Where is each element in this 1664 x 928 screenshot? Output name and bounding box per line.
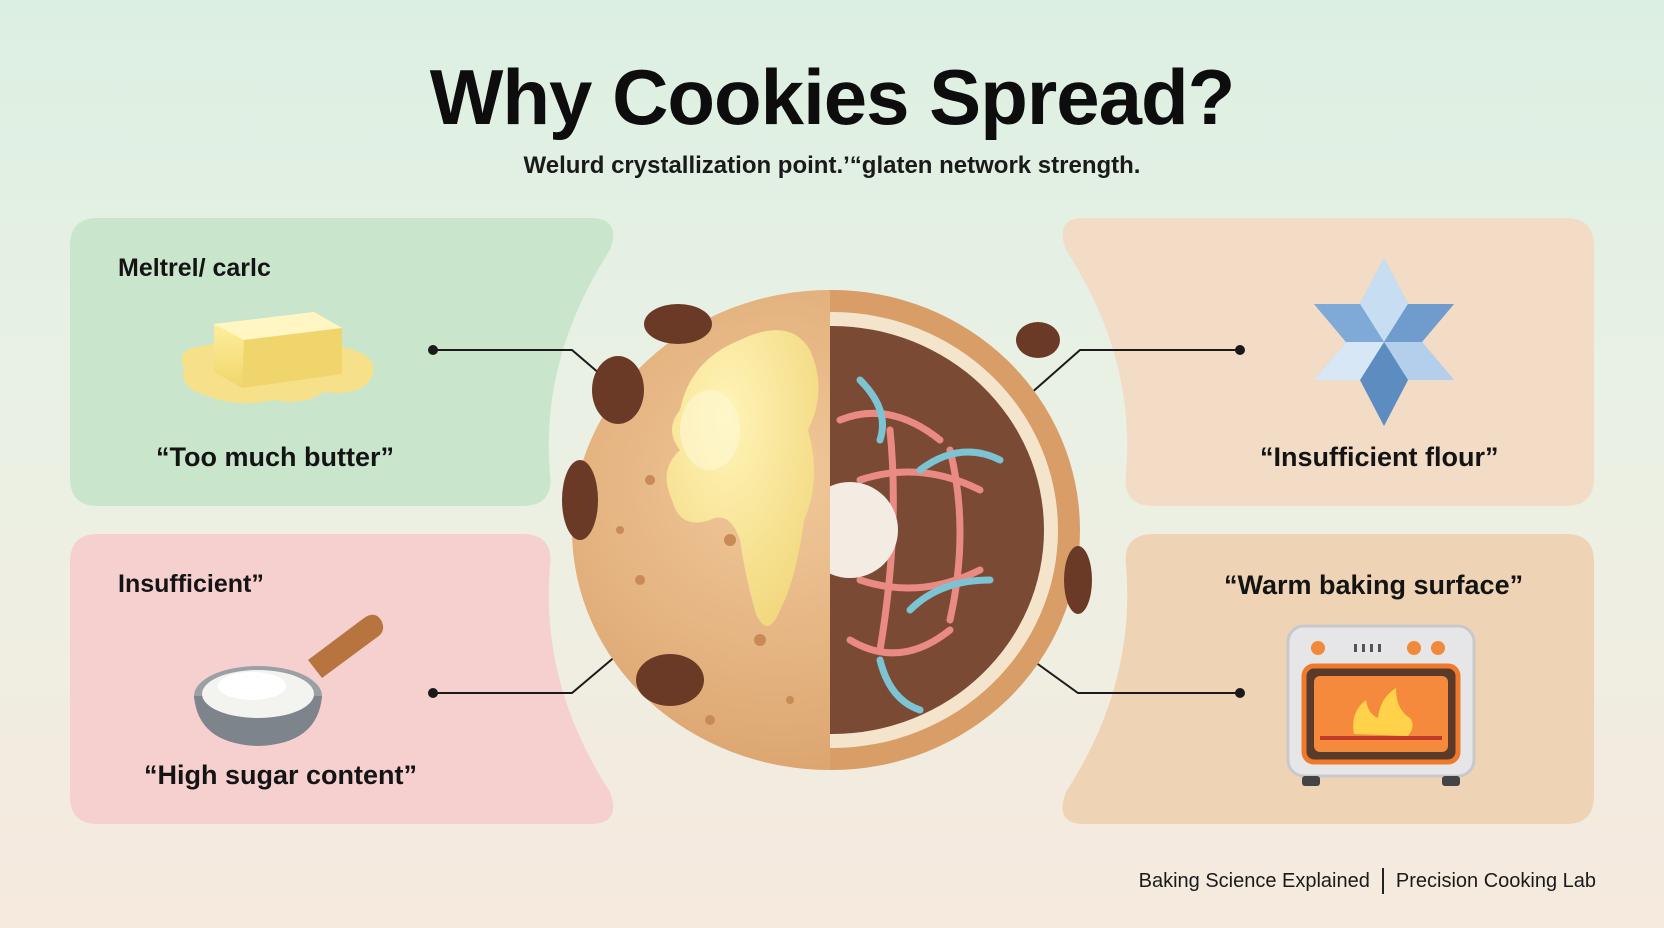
panel-label: Meltrel/ carlc <box>118 254 271 282</box>
panel-caption: “Too much butter” <box>156 442 394 472</box>
panel-insufficient-flour: “Insufficient flour” <box>1054 218 1594 506</box>
footer-credits: Baking Science Explained Precision Cooki… <box>1139 868 1596 894</box>
panel-too-much-butter: Meltrel/ carlc “Too much butter” <box>70 218 620 506</box>
panel-caption: “High sugar content” <box>144 760 418 790</box>
flour-scoop-icon <box>194 614 384 746</box>
panel-caption: “Insufficient flour” <box>1260 442 1499 472</box>
panel-warm-baking-surface: “Warm baking surface” <box>1054 534 1594 824</box>
panel-label: Insufficient” <box>118 570 264 598</box>
page-subtitle: Welurd crystallization point.’“glaten ne… <box>523 152 1141 179</box>
panel-background <box>1062 218 1594 506</box>
footer-left-text: Baking Science Explained <box>1138 869 1370 892</box>
ice-crystal-icon <box>1314 258 1454 426</box>
panel-background <box>70 534 614 824</box>
panel-label: “Warm baking surface” <box>1224 570 1524 600</box>
footer-right-text: Precision Cooking Lab <box>1395 869 1596 892</box>
footer-separator <box>1381 868 1384 894</box>
cookie-cross-section-icon <box>562 290 1092 770</box>
panel-high-sugar: Insufficient” “High sugar content” <box>70 534 620 824</box>
page-title: Why Cookies Spread? <box>429 53 1236 141</box>
butter-icon <box>181 312 374 404</box>
oven-icon <box>1286 624 1476 786</box>
